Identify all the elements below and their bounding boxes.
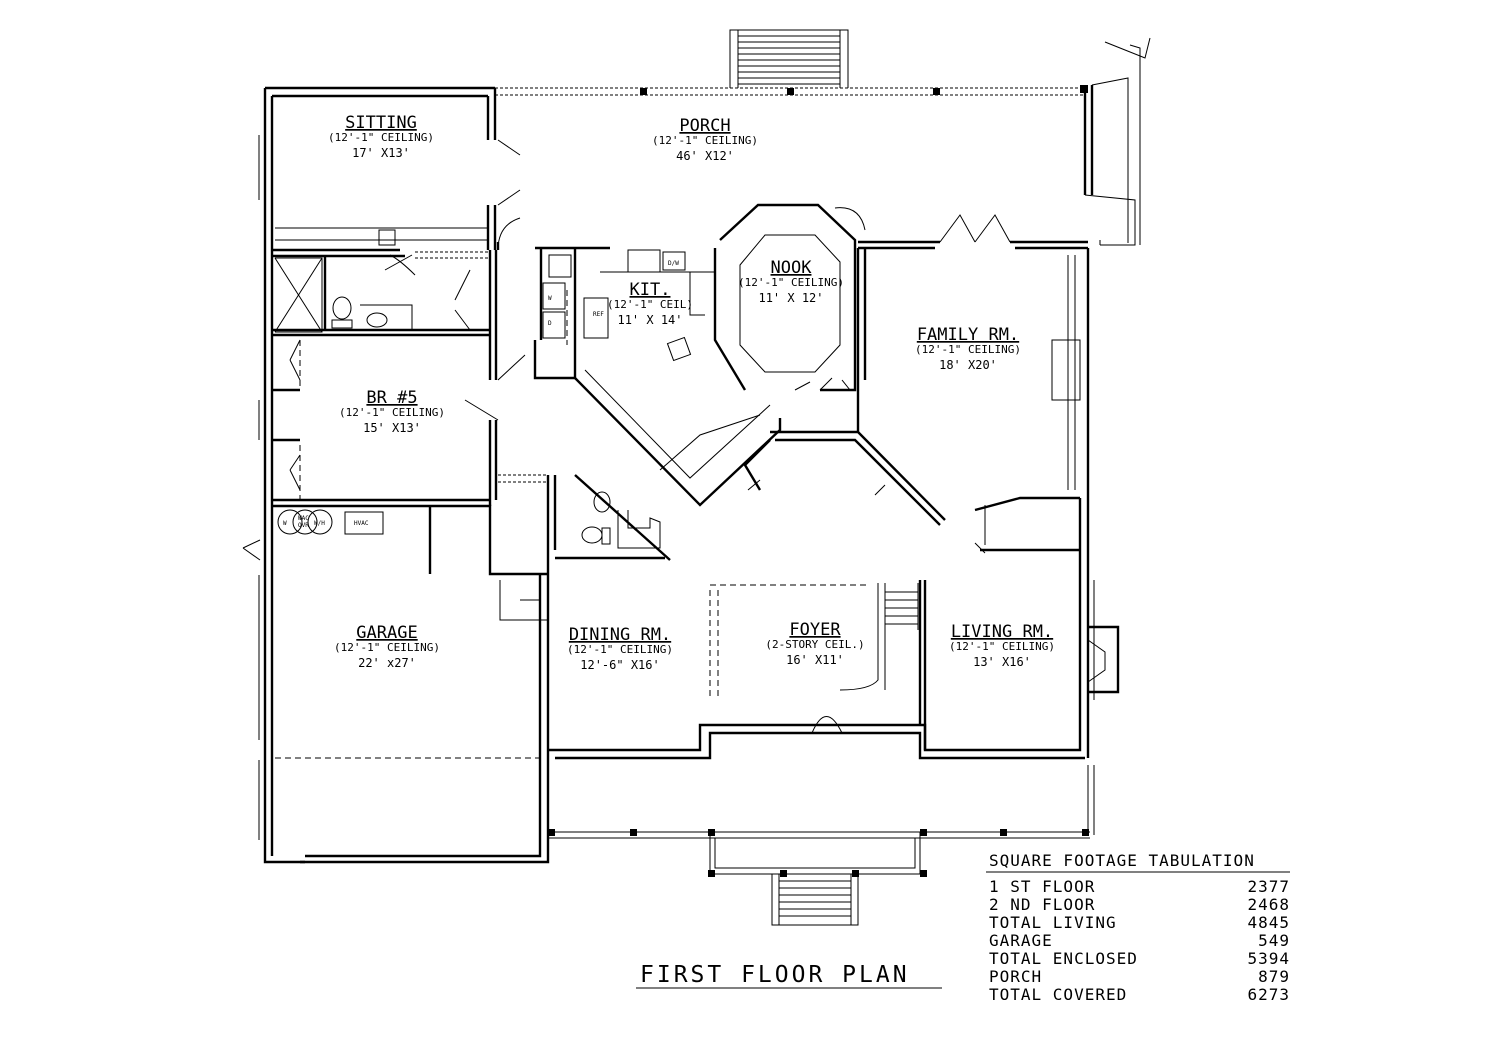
room-sitting: SITTING (12'-1" CEILING) 17' X13' [328,113,434,160]
table-row: TOTAL ENCLOSED 5394 [989,949,1290,968]
front-stair [771,874,859,926]
room-ceiling: (12'-1" CEILING) [567,643,673,656]
table-heading: SQUARE FOOTAGE TABULATION [989,851,1255,870]
room-dims: 16' X11' [786,653,844,667]
foyer-stair [839,583,919,691]
front-porch [548,829,1090,926]
row-label: TOTAL LIVING [989,913,1117,932]
doors [242,139,1011,734]
room-name: KIT. [630,280,671,300]
room-dims: 46' X12' [676,149,734,163]
mechanical-equipment: W WAC OVR W/H HVAC [277,509,384,535]
row-label: GARAGE [989,931,1053,950]
rear-porch [495,29,1088,96]
ovr-label: OVR [298,522,309,529]
room-dims: 11' X 12' [758,291,823,305]
row-value: 549 [1258,931,1290,950]
room-ceiling: (12'-1" CEILING) [738,276,844,289]
windows [258,135,1095,840]
room-kitchen: KIT. (12'-1" CEIL) 11' X 14' [607,280,693,327]
room-ceiling: (2-STORY CEIL.) [765,638,864,651]
row-label: 1 ST FLOOR [989,877,1095,896]
room-ceiling: (12'-1" CEILING) [334,641,440,654]
room-name: FAMILY RM. [917,325,1019,345]
bath-fixtures [331,229,661,549]
interior-walls [272,203,1120,750]
row-value: 2377 [1247,877,1290,896]
refrigerator-label: REF [593,311,604,318]
table-row: 1 ST FLOOR 2377 [989,877,1290,896]
dishwasher-label: D/W [668,260,679,267]
exterior-walls [263,37,1151,864]
row-value: 5394 [1247,949,1290,968]
kitchen-fixtures: W D D/W REF [542,249,715,362]
room-ceiling: (12'-1" CEILING) [328,131,434,144]
square-footage-table: SQUARE FOOTAGE TABULATION 1 ST FLOOR 237… [986,851,1290,1004]
row-label: 2 ND FLOOR [989,895,1095,914]
room-ceiling: (12'-1" CEILING) [949,640,1055,653]
room-living: LIVING RM. (12'-1" CEILING) 13' X16' [949,622,1055,669]
room-nook: NOOK (12'-1" CEILING) 11' X 12' [738,258,844,305]
table-row: PORCH 879 [989,967,1290,986]
plan-title-block: FIRST FLOOR PLAN [636,962,942,989]
table-row: GARAGE 549 [989,931,1290,950]
room-dims: 11' X 14' [617,313,682,327]
dryer-label: D [548,320,552,327]
room-name: FOYER [789,620,841,640]
room-ceiling: (12'-1" CEILING) [339,406,445,419]
plan-title: FIRST FLOOR PLAN [640,962,910,988]
room-ceiling: (12'-1" CEILING) [915,343,1021,356]
row-label: PORCH [989,967,1042,986]
room-name: PORCH [679,116,730,136]
room-br5: BR #5 (12'-1" CEILING) 15' X13' [339,388,445,435]
room-porch-rear: PORCH (12'-1" CEILING) 46' X12' [652,116,758,163]
room-dims: 15' X13' [363,421,421,435]
room-dims: 12'-6" X16' [580,658,659,672]
room-ceiling: (12'-1" CEILING) [652,134,758,147]
row-value: 2468 [1247,895,1290,914]
rear-stair [729,29,849,88]
row-value: 879 [1258,967,1290,986]
room-name: GARAGE [356,623,417,643]
room-dims: 13' X16' [973,655,1031,669]
room-name: BR #5 [366,388,417,408]
room-garage: GARAGE (12'-1" CEILING) 22' x27' [334,623,440,670]
water-heater-label: W/H [314,520,325,527]
row-label: TOTAL ENCLOSED [989,949,1138,968]
room-dining: DINING RM. (12'-1" CEILING) 12'-6" X16' [567,625,673,672]
room-foyer: FOYER (2-STORY CEIL.) 16' X11' [765,620,864,667]
table-row: TOTAL COVERED 6273 [989,985,1290,1004]
room-dims: 22' x27' [358,656,416,670]
row-value: 4845 [1247,913,1290,932]
row-label: TOTAL COVERED [989,985,1127,1004]
room-name: LIVING RM. [951,622,1053,642]
room-dims: 17' X13' [352,146,410,160]
room-family: FAMILY RM. (12'-1" CEILING) 18' X20' [915,325,1021,372]
hvac-label: HVAC [354,520,369,527]
washer-heater-label: W [283,520,287,527]
row-value: 6273 [1247,985,1290,1004]
room-name: SITTING [345,113,417,133]
table-row: 2 ND FLOOR 2468 [989,895,1290,914]
room-dims: 18' X20' [939,358,997,372]
washer-label: W [548,295,552,302]
room-labels: SITTING (12'-1" CEILING) 17' X13' PORCH … [328,113,1055,672]
wac-label: WAC [298,515,309,522]
table-row: TOTAL LIVING 4845 [989,913,1290,932]
room-ceiling: (12'-1" CEIL) [607,298,693,311]
room-name: NOOK [771,258,813,278]
room-name: DINING RM. [569,625,671,645]
